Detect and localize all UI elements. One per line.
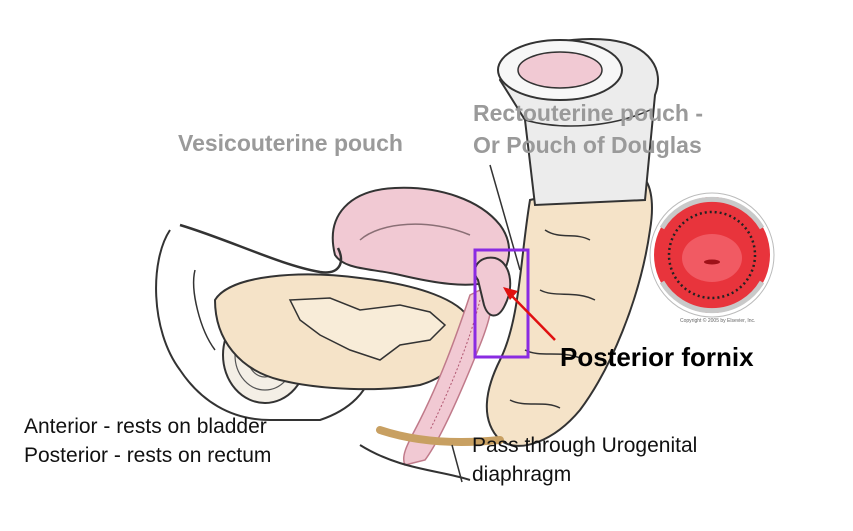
bladder-region [155,229,371,421]
urogenital-label-line2: diaphragm [472,463,572,486]
posterior-fornix-label: Posterior fornix [560,342,754,372]
anterior-label: Anterior - rests on bladder [24,415,267,438]
urogenital-label-line1: Pass through Urogenital [472,434,698,457]
vesicouterine-pouch-label: Vesicouterine pouch [178,130,403,156]
rectouterine-pouch-label-line1: Rectouterine pouch - [473,100,704,126]
sigmoid-colon [497,38,659,207]
rectouterine-pouch-label-line2: Or Pouch of Douglas [473,132,702,158]
cervix [473,256,512,317]
urogenital-pointer [451,444,463,483]
rectum [485,173,653,447]
posterior-label: Posterior - rests on rectum [24,444,272,467]
fornix-arrow [503,287,556,341]
inset-copyright: Copyright © 2005 by Elsevier, Inc. [680,318,756,324]
vagina [403,283,493,466]
uterus [331,186,511,286]
cervix-inset [649,192,775,318]
peritoneum-line [179,223,343,274]
fornix-highlight-box [473,248,530,359]
rectouterine-pointer [489,164,521,271]
